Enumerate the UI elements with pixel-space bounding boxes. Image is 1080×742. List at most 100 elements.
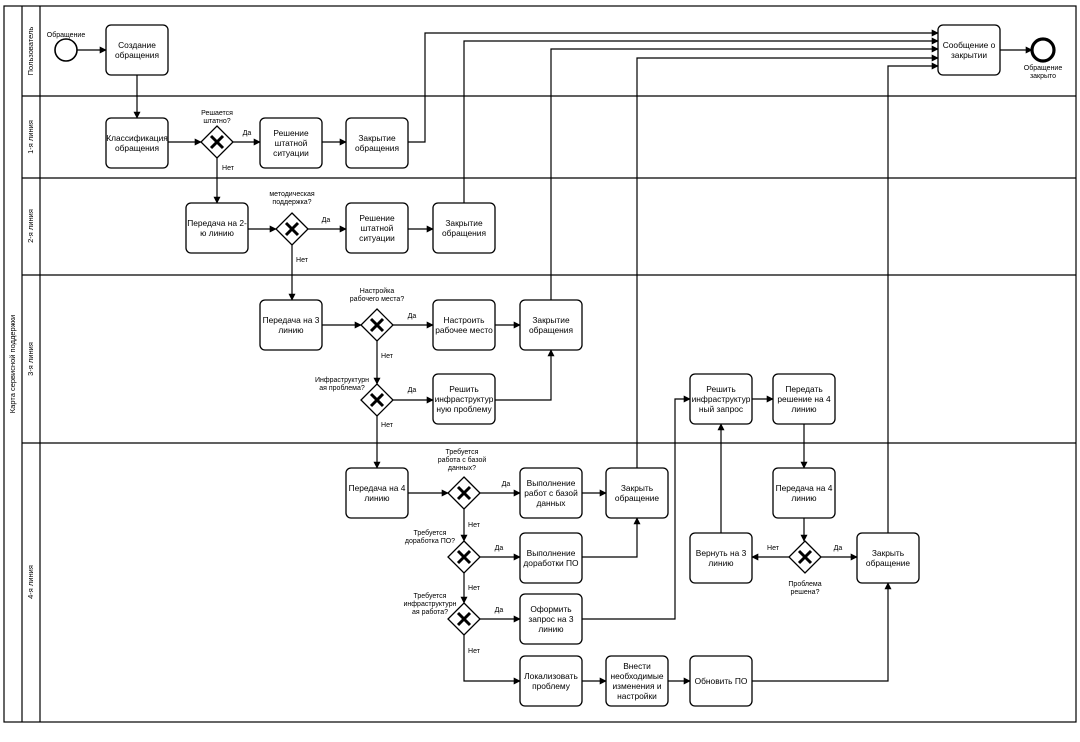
task-box [345, 467, 409, 519]
task-box [432, 202, 496, 254]
task-label-line: решение на 4 [777, 394, 831, 404]
task-label-line: обращения [355, 143, 399, 153]
end-event-label-line: закрыто [1030, 73, 1056, 80]
task-label: Обновить ПО [695, 676, 748, 686]
task-label-line: рабочее место [435, 325, 493, 335]
task-label-line: Передача на 2- [187, 218, 247, 228]
task-box [772, 373, 836, 425]
task-box [105, 117, 169, 169]
gateway-x-mark [209, 134, 225, 150]
task-label-line: Обновить ПО [695, 676, 748, 686]
flow-label-f_g6_yes: Да [495, 545, 504, 552]
gateway-question-line: поддержка? [272, 199, 311, 206]
task-label-line: ситуации [359, 233, 395, 243]
task-label-line: обращение [866, 558, 911, 568]
gateway-question-line: Требуется [414, 592, 447, 600]
task-label-line: Закрыть [621, 483, 654, 493]
flow-label-f_g3_yes: Да [408, 313, 417, 320]
task-label-line: Настроить [444, 315, 486, 325]
task-box [345, 202, 409, 254]
flow-label-f_g3_no: Нет [381, 353, 394, 360]
task-label-line: Решение [359, 213, 395, 223]
task-label-line: ситуации [273, 148, 309, 158]
gateway-x-mark [369, 392, 385, 408]
task-box [259, 299, 323, 351]
pool-label: Карта сервисной поддержки [8, 315, 17, 413]
task-label-line: Вернуть на 3 [696, 548, 747, 558]
task-label-line: обращения [115, 50, 159, 60]
flow-label-f_g6_no: Нет [468, 585, 481, 592]
task-label-line: необходимые [610, 671, 663, 681]
task-label-line: Закрытие [532, 315, 570, 325]
task-label-line: обращение [615, 493, 660, 503]
flow-label-f_g2_yes: Да [322, 217, 331, 224]
task-label-line: обращения [115, 143, 159, 153]
task-box [689, 655, 753, 707]
gateway-question-line: методическая [269, 191, 314, 198]
gateway-question-line: работа с базой [438, 456, 487, 464]
flow-label-f_g8_no: Нет [767, 545, 780, 552]
task-label-line: Решение [273, 128, 309, 138]
end-event [1030, 37, 1056, 63]
gateway-question-line: штатно? [203, 118, 230, 125]
task-label-line: линию [791, 404, 816, 414]
task-label-line: Выполнение [527, 478, 576, 488]
task-box [605, 655, 669, 707]
task-box [772, 467, 836, 519]
flow-label-f_g4_no: Нет [381, 422, 394, 429]
gateway-question-line: Проблема [788, 580, 821, 588]
gateway-question-line: Настройка [360, 287, 395, 295]
task-box [345, 117, 409, 169]
task-box [105, 24, 169, 76]
task-label-line: проблему [532, 681, 571, 691]
task-label-line: штатной [361, 223, 394, 233]
task-label-line: Закрыть [872, 548, 905, 558]
task-label-line: доработки ПО [523, 558, 579, 568]
task-label-line: инфраструктур [692, 394, 751, 404]
gateway-question-line: Инфраструктурн [315, 377, 369, 384]
task-label-line: Создание [118, 40, 156, 50]
task-label-line: Передача на 4 [349, 483, 406, 493]
task-label-line: Закрытие [358, 133, 396, 143]
